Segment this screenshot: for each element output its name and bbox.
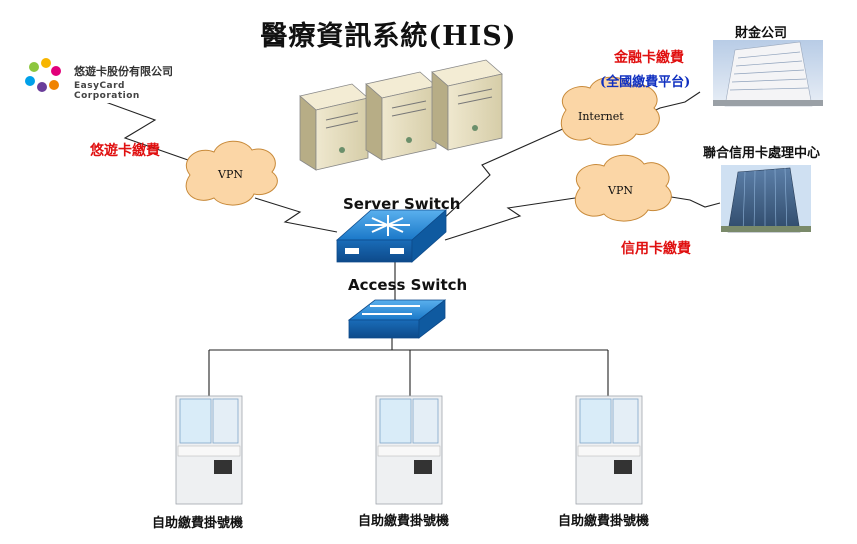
credit-center-label: 聯合信用卡處理中心 (703, 146, 821, 161)
kiosk-1 (175, 395, 243, 505)
vpn-left-cloud (185, 140, 278, 206)
kiosk-3-label: 自助繳費掛號機 (558, 514, 650, 529)
vpn-right-cloud (574, 154, 672, 222)
credit-payment-label: 信用卡繳費 (621, 241, 691, 257)
easycard-logo-english: EasyCard Corporation (74, 81, 140, 101)
internet-to-switch (439, 127, 566, 223)
finance-company-label: 財金公司 (735, 26, 788, 41)
kiosk-2 (375, 395, 443, 505)
easycard-link (99, 99, 189, 161)
vpn-right-to-switch (444, 197, 576, 241)
easycard-logo-icon (25, 58, 61, 92)
finance-payment-label: 金融卡繳費 (614, 50, 684, 66)
internet-cloud (560, 76, 660, 146)
server-switch (335, 209, 448, 263)
internet-label: Internet (578, 110, 624, 123)
vpn-left-label: VPN (218, 168, 243, 181)
vpn-left-to-switch (254, 197, 338, 233)
kiosk-bus (208, 349, 609, 396)
server-2 (365, 71, 437, 161)
finance-building-image (713, 40, 823, 107)
credit-center-building-image (721, 165, 811, 233)
vpn-right-label: VPN (608, 184, 633, 197)
kiosk-2-label: 自助繳費掛號機 (358, 514, 450, 529)
server-switch-label: Server Switch (343, 195, 461, 213)
server-1 (299, 83, 369, 171)
finance-platform-label: (全國繳費平台) (600, 75, 691, 90)
kiosk-3 (575, 395, 643, 505)
easycard-payment-label: 悠遊卡繳費 (90, 143, 160, 159)
easycard-logo-name: 悠遊卡股份有限公司 (74, 65, 173, 78)
access-switch-label: Access Switch (348, 276, 468, 294)
connections (99, 91, 721, 396)
credit-to-vpn-right (664, 195, 721, 208)
server-cluster (299, 59, 503, 171)
access-switch (347, 299, 447, 339)
server-3 (431, 59, 503, 151)
kiosk-1-label: 自助繳費掛號機 (152, 516, 244, 531)
diagram-title: 醫療資訊系統(HIS) (260, 21, 517, 52)
easycard-logo: 悠遊卡股份有限公司 EasyCard Corporation (18, 55, 190, 103)
